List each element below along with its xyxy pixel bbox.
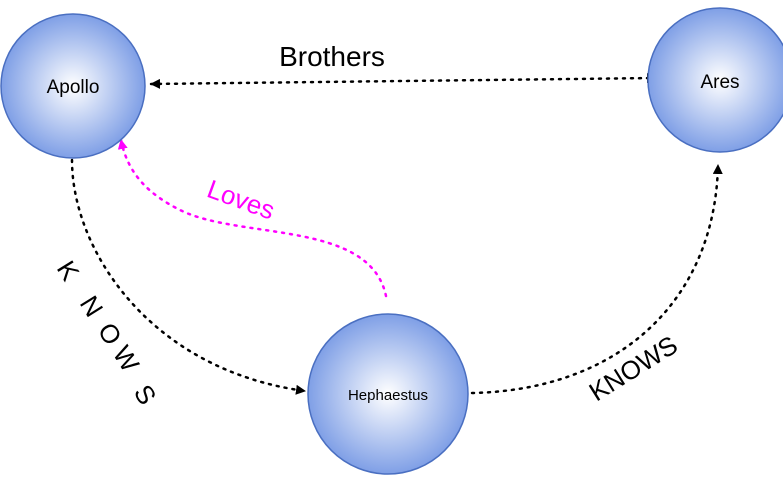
node-hephaestus[interactable]: Hephaestus [307,313,469,475]
knows-left-letter-s: S [128,379,163,410]
edge-knows-hephaestus-ares [470,163,723,395]
edge-label-loves: Loves [203,174,278,226]
edge-label-knows-left: K N O W S [51,255,163,410]
knows-left-letter-n: N [74,290,109,322]
node-ares[interactable]: Ares [647,7,783,153]
edge-brothers [149,73,658,89]
node-label-apollo: Apollo [47,77,100,98]
knows-left-letter-k: K [51,255,86,286]
edge-label-knows-right: KNOWS [584,330,683,407]
node-label-ares: Ares [700,72,739,93]
node-apollo[interactable]: Apollo [0,13,146,159]
edge-loves-hephaestus-apollo [117,138,388,298]
edge-label-brothers: Brothers [279,41,385,72]
node-label-hephaestus: Hephaestus [348,387,428,404]
edge-knows-apollo-hephaestus [70,158,307,395]
knows-left-letter-w: W [107,340,146,377]
